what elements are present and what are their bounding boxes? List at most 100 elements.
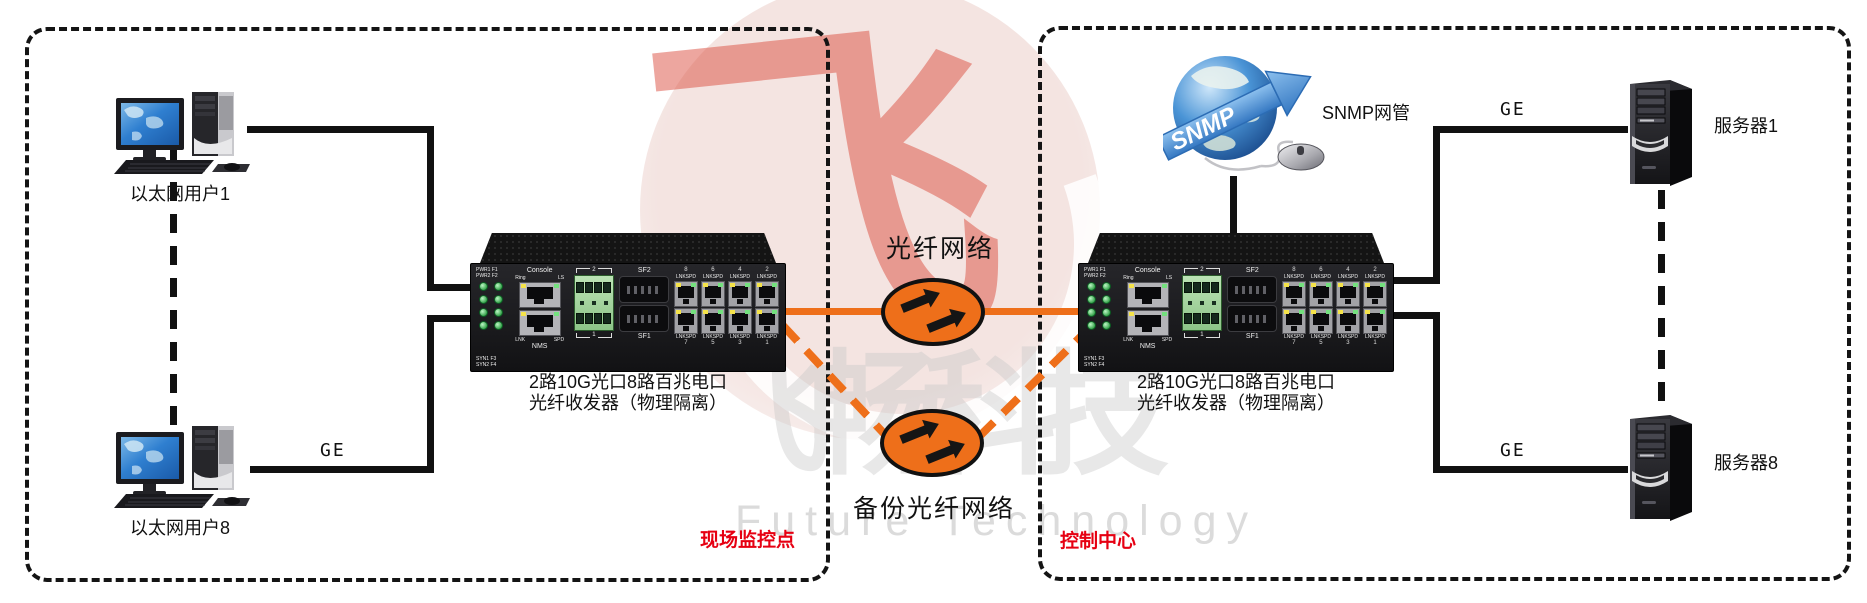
link-user8-device-stub <box>427 315 477 322</box>
rj45-port <box>1335 281 1360 307</box>
link-server1-server8-dashed <box>1658 190 1665 413</box>
sfp-slot-2 <box>1227 276 1278 303</box>
sfp-slot-1 <box>619 305 670 332</box>
rj45-port <box>1308 281 1333 307</box>
device-terminal-block-column: 2 1 <box>572 267 616 368</box>
console-label: Console <box>526 267 553 274</box>
primary-cloud-label: 光纤网络 <box>885 235 994 263</box>
console-port <box>1126 282 1169 308</box>
device-console-column: Console Ring LS LNK SPD NMS <box>1118 267 1177 368</box>
server1-tower <box>1624 78 1696 188</box>
device-top-panel <box>480 233 776 263</box>
snmp-globe-icon: SNMP <box>1163 50 1331 180</box>
link-user8-horizontal <box>250 466 434 473</box>
link-user1-device-stub <box>427 284 477 291</box>
device-terminal-block-column: 2 1 <box>1180 267 1224 368</box>
device-sfp-column: SF2 SF1 <box>619 267 670 368</box>
arrow-right-icon <box>926 314 956 333</box>
lnk-label: LNK <box>1123 337 1134 343</box>
terminal-block <box>1181 275 1222 331</box>
pwr2-label: PWR2 F2 <box>476 273 498 279</box>
ls-label: LS <box>1165 275 1173 281</box>
rj45-port <box>700 281 725 307</box>
desktop-computer-icon <box>114 92 250 174</box>
device-led-column: PWR1 F1 PWR2 F2 SYN1 F3 SYN2 F4 <box>1084 267 1115 368</box>
spd-label: SPD <box>553 337 565 343</box>
link-ge-top-horizontal <box>1433 126 1628 133</box>
user8-label: 以太网用户8 <box>130 518 231 538</box>
server8-label: 服务器8 <box>1714 453 1779 473</box>
link-ge-bottom-horizontal <box>1433 466 1628 473</box>
nms-port <box>518 310 561 336</box>
link-ge-bottom-vertical <box>1433 312 1440 473</box>
link-device-ge-top-stub <box>1392 277 1440 284</box>
device-right-caption: 2路10G光口8路百兆电口 光纤收发器（物理隔离） <box>1136 372 1336 413</box>
snmp-label: SNMP网管 <box>1322 103 1411 123</box>
ge-left-label: GE <box>320 440 346 461</box>
syn2-label: SYN2 F4 <box>476 362 497 368</box>
device-sfp-column: SF2 SF1 <box>1227 267 1278 368</box>
arrow-right-icon <box>900 294 930 313</box>
syn2-label: SYN2 F4 <box>1084 362 1105 368</box>
ethernet-user1-computer <box>112 88 252 176</box>
console-port <box>518 282 561 308</box>
backup-fiber-cloud <box>880 409 984 477</box>
rj45-port <box>1281 281 1306 307</box>
fiber-transceiver-left: PWR1 F1 PWR2 F2 SYN1 F3 SYN2 F4 Console … <box>470 233 786 372</box>
terminal-bracket-bottom: 1 <box>576 332 612 339</box>
primary-fiber-cloud <box>881 278 985 346</box>
status-leds <box>479 282 503 330</box>
link-device-ge-bottom-stub <box>1392 312 1440 319</box>
ring-label: Ring <box>515 275 526 281</box>
sf1-label: SF1 <box>637 333 651 340</box>
rj45-port <box>754 281 779 307</box>
terminal-bracket-top: 2 <box>1184 267 1220 274</box>
console-label: Console <box>1134 267 1161 274</box>
terminal-bracket-bottom: 1 <box>1184 332 1220 339</box>
fiber-network-ellipse <box>881 278 985 346</box>
ls-label: LS <box>557 275 565 281</box>
sf2-label: SF2 <box>637 267 651 274</box>
server8-tower <box>1624 413 1696 523</box>
device-console-column: Console Ring LS LNK SPD NMS <box>510 267 569 368</box>
arrow-right-icon <box>899 425 929 444</box>
ge-bottom-label: GE <box>1500 440 1526 461</box>
link-ge-top-vertical <box>1433 126 1440 284</box>
link-user1-user8-dashed <box>170 150 177 432</box>
nms-label: NMS <box>531 343 548 350</box>
pwr2-label: PWR2 F2 <box>1084 273 1106 279</box>
sfp-slot-1 <box>1227 305 1278 332</box>
lnk-label: LNK <box>515 337 526 343</box>
user1-label: 以太网用户1 <box>130 184 231 204</box>
link-user8-vertical <box>427 315 434 473</box>
rj45-port <box>700 308 725 334</box>
rj45-port <box>1362 308 1387 334</box>
rj45-port <box>673 281 698 307</box>
syn1-label: SYN1 F3 <box>476 356 497 362</box>
ethernet-user8-computer <box>112 422 252 510</box>
rj45-port <box>1308 308 1333 334</box>
center-zone-label: 控制中心 <box>1060 531 1137 552</box>
device-led-column: PWR1 F1 PWR2 F2 SYN1 F3 SYN2 F4 <box>476 267 507 368</box>
device-top-panel <box>1088 233 1384 263</box>
sf2-label: SF2 <box>1245 267 1259 274</box>
terminal-bracket-top: 2 <box>576 267 612 274</box>
backup-cloud-label: 备份光纤网络 <box>852 495 1015 523</box>
link-user1-vertical <box>427 126 434 291</box>
ge-top-label: GE <box>1500 99 1526 120</box>
rj45-port <box>1335 308 1360 334</box>
device-left-caption: 2路10G光口8路百兆电口 光纤收发器（物理隔离） <box>528 372 728 413</box>
device-front-panel: PWR1 F1 PWR2 F2 SYN1 F3 SYN2 F4 Console … <box>1078 263 1394 372</box>
terminal-block <box>573 275 614 331</box>
sf1-label: SF1 <box>1245 333 1259 340</box>
nms-port <box>1126 310 1169 336</box>
rj45-port <box>754 308 779 334</box>
